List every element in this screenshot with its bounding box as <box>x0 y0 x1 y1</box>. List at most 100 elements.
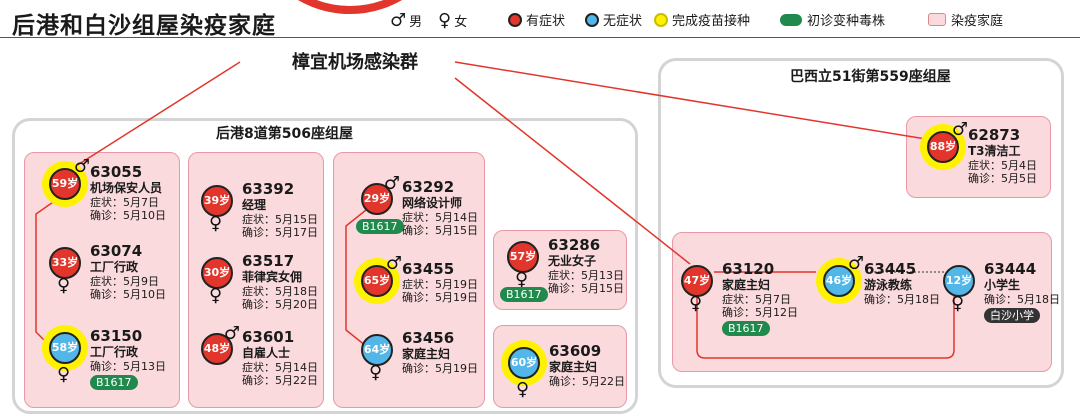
age-badge: 39岁 <box>201 185 233 217</box>
male-icon: ♂ <box>390 10 407 31</box>
legend-asymptomatic: 无症状 <box>585 10 642 29</box>
female-icon: ♀ <box>516 379 530 400</box>
case-node: 46岁 ♂ <box>816 255 864 304</box>
case-occupation: 无业女子 <box>548 254 597 268</box>
case-id: 63074 <box>90 242 143 260</box>
legend-symptomatic-label: 有症状 <box>526 14 566 29</box>
case-confirm-date: 确诊：5月17日 <box>242 226 318 239</box>
case-symptom-date: 症状：5月15日 <box>242 213 318 226</box>
case-confirm-date: 确诊：5月15日 <box>402 224 478 237</box>
case-id: 63150 <box>90 327 143 345</box>
female-icon: ♀ <box>438 10 452 31</box>
page-title: 后港和白沙组屋染疫家庭 <box>12 13 276 39</box>
age-badge: 57岁 <box>507 241 539 273</box>
case-info: 63517 菲律宾女佣 症状：5月18日 确诊：5月20日 <box>242 252 318 312</box>
female-icon: ♀ <box>951 293 965 314</box>
age-badge: 33岁 <box>49 247 81 279</box>
legend-symptomatic: 有症状 <box>508 10 565 29</box>
blue-dot-icon <box>585 12 599 27</box>
case-info: 63609 家庭主妇 确诊：5月22日 <box>549 342 625 389</box>
case-info: 63120 家庭主妇 症状：5月7日 确诊：5月12日 B1617 <box>722 261 798 336</box>
case-symptom-date: 症状：5月18日 <box>242 285 318 298</box>
case-occupation: 经理 <box>242 198 267 212</box>
case-id: 63286 <box>548 236 601 254</box>
case-node: 59岁 ♂ <box>42 156 90 207</box>
link-63120-family <box>696 290 955 359</box>
case-occupation: 网络设计师 <box>402 196 463 210</box>
case-id: 63517 <box>242 252 295 270</box>
case-node: 33岁 ♀ <box>48 246 82 295</box>
case-symptom-date: 症状：5月14日 <box>242 361 318 374</box>
age-badge: 65岁 <box>361 265 393 297</box>
male-icon: ♂ <box>73 156 90 177</box>
cluster-circle <box>245 0 455 15</box>
school-badge: 白沙小学 <box>984 308 1040 323</box>
pink-box-icon <box>928 13 946 26</box>
case-info: 63150 工厂行政 确诊：5月13日 B1617 <box>90 328 166 390</box>
case-confirm-date: 确诊：5月13日 <box>90 360 166 373</box>
male-icon: ♂ <box>385 253 402 274</box>
case-id: 63455 <box>402 260 455 278</box>
case-symptom-date: 症状：5月4日 <box>968 159 1037 172</box>
legend-vaccinated: 完成疫苗接种 <box>654 10 750 29</box>
case-occupation: 小学生 <box>984 278 1021 292</box>
case-occupation: 自雇人士 <box>242 346 291 360</box>
age-badge: 29岁 <box>361 183 393 215</box>
family-box <box>672 232 1052 372</box>
case-symptom-date: 症状：5月13日 <box>548 269 624 282</box>
case-occupation: 家庭主妇 <box>722 278 771 292</box>
case-node: 88岁 ♂ <box>920 119 968 170</box>
yellow-dot-icon <box>654 12 668 27</box>
case-symptom-date: 症状：5月7日 <box>90 196 159 209</box>
legend-variant-label: 初诊变种毒株 <box>807 14 886 29</box>
case-symptom-date: 症状：5月19日 <box>402 278 478 291</box>
case-id: 63445 <box>864 260 917 278</box>
legend-female-label: 女 <box>454 15 468 30</box>
case-id: 63120 <box>722 260 775 278</box>
case-node: 57岁 ♀ <box>506 240 540 289</box>
link-63292-63456 <box>345 209 367 347</box>
case-node: 48岁 ♂ <box>200 325 240 366</box>
male-icon: ♂ <box>951 119 968 140</box>
age-badge: 30岁 <box>201 257 233 289</box>
case-id: 63456 <box>402 329 455 347</box>
variant-badge: B1617 <box>356 219 404 234</box>
female-icon: ♀ <box>57 364 71 385</box>
case-info: 63074 工厂行政 症状：5月9日 确诊：5月10日 <box>90 242 166 302</box>
case-occupation: 机场保安人员 <box>90 181 163 195</box>
case-id: 63601 <box>242 328 295 346</box>
legend-asymptomatic-label: 无症状 <box>603 14 643 29</box>
age-badge: 64岁 <box>361 334 393 366</box>
legend-vaccinated-label: 完成疫苗接种 <box>672 14 751 29</box>
case-occupation: 家庭主妇 <box>402 347 451 361</box>
case-id: 63609 <box>549 342 602 360</box>
age-badge: 47岁 <box>681 265 713 297</box>
case-confirm-date: 确诊：5月22日 <box>242 374 318 387</box>
case-info: 63456 家庭主妇 确诊：5月19日 <box>402 329 478 376</box>
case-info: 63055 机场保安人员 症状：5月7日 确诊：5月10日 <box>90 164 166 223</box>
case-confirm-date: 确诊：5月10日 <box>90 288 166 301</box>
age-badge: 88岁 <box>927 131 959 163</box>
case-confirm-date: 确诊：5月19日 <box>402 362 478 375</box>
case-occupation: 工厂行政 <box>90 260 139 274</box>
case-node: 39岁 ♀ <box>200 184 234 233</box>
age-badge: 12岁 <box>943 265 975 297</box>
title-divider <box>0 37 1080 38</box>
age-badge: 48岁 <box>201 333 233 365</box>
age-badge: 46岁 <box>823 265 855 297</box>
female-icon: ♀ <box>209 285 223 306</box>
case-node: 29岁 ♂ <box>360 175 400 216</box>
female-icon: ♀ <box>369 362 383 383</box>
case-occupation: 工厂行政 <box>90 345 139 359</box>
link-cluster-63120 <box>454 77 691 265</box>
female-icon: ♀ <box>57 275 71 296</box>
case-confirm-date: 确诊：5月18日 <box>984 293 1060 306</box>
case-node: 64岁 ♀ <box>360 333 394 382</box>
variant-badge: B1617 <box>722 321 770 336</box>
case-info: 63286 无业女子 症状：5月13日 确诊：5月15日 <box>548 236 624 296</box>
green-pill-icon <box>780 13 802 26</box>
male-icon: ♂ <box>223 323 240 344</box>
female-icon: ♀ <box>515 269 529 290</box>
case-symptom-date: 症状：5月7日 <box>722 293 791 306</box>
